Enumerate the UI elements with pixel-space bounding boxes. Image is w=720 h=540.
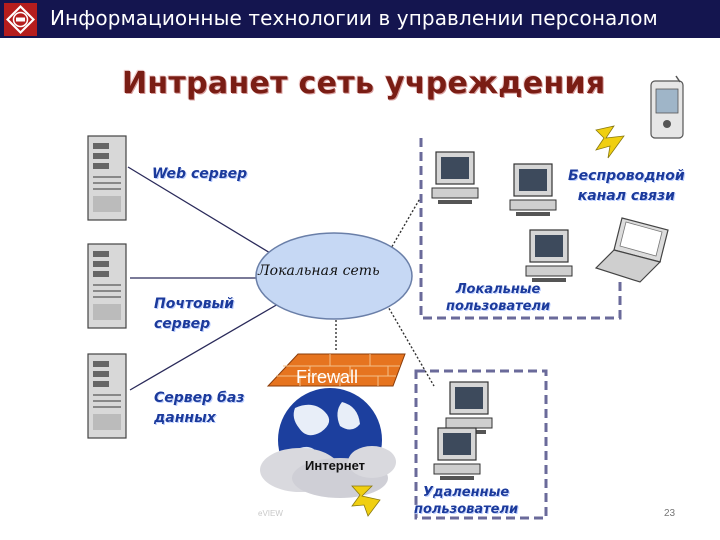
wireless-label-line1: Беспроводной (568, 168, 685, 184)
local-network-ellipse (255, 232, 413, 320)
internet-label: Интернет (305, 458, 366, 473)
local-network-label: Локальная сеть (258, 263, 380, 279)
remote-users-label: Удаленные пользователи (414, 484, 518, 518)
web-server-label: Web сервер (152, 166, 248, 182)
db-server-label: Сервер баз данных (154, 388, 244, 428)
header-bar: Информационные технологии в управлении п… (0, 0, 720, 38)
desktop-computer-icon (445, 381, 493, 434)
internet-cloud-icon (260, 388, 396, 498)
firewall-label: Firewall (296, 367, 359, 387)
server-icon (87, 243, 127, 329)
link-web-server (127, 166, 291, 266)
firewall-wall (266, 353, 406, 387)
desktop-computer-icon (433, 427, 481, 480)
remote-users-group (414, 369, 548, 520)
header-title: Информационные технологии в управлении п… (50, 6, 658, 30)
faint-watermark: eVIEW (258, 509, 283, 518)
server-icon (87, 353, 127, 439)
company-logo-icon (4, 3, 37, 36)
desktop-computer-icon (525, 229, 573, 282)
desktop-computer-icon (509, 163, 557, 216)
link-remote-users (382, 297, 435, 387)
mail-server-label-line1: Почтовый (154, 296, 235, 312)
local-users-label: Локальные пользователи (446, 281, 550, 315)
db-server-label-line2: данных (154, 410, 216, 426)
wireless-label-line2: канал связи (577, 188, 675, 204)
slide-title: Интранет сеть учреждения (122, 66, 606, 101)
desktop-computer-icon (431, 151, 479, 204)
lightning-icon (351, 485, 381, 517)
link-local-users (389, 194, 423, 251)
lightning-icon (595, 125, 625, 159)
server-icon (87, 135, 127, 221)
wireless-channel-label: Беспроводной канал связи (568, 166, 685, 206)
db-server-label-line1: Сервер баз (154, 390, 245, 406)
local-users-label-line2: пользователи (446, 299, 551, 314)
link-db-server (129, 299, 286, 391)
remote-users-label-line1: Удаленные (422, 485, 510, 500)
mail-server-label: Почтовый сервер (154, 294, 234, 334)
mail-server-label-line2: сервер (154, 316, 211, 332)
local-users-label-line1: Локальные (455, 282, 541, 297)
laptop-icon (594, 217, 669, 283)
page-number: 23 (664, 508, 676, 519)
pda-icon (650, 75, 684, 139)
remote-users-label-line2: пользователи (414, 502, 519, 517)
local-users-group (419, 138, 622, 320)
